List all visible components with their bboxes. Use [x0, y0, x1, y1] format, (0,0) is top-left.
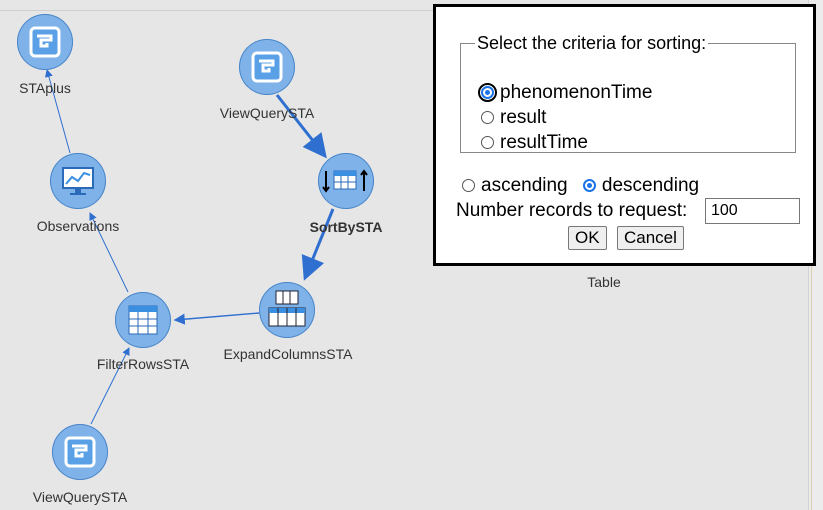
criterion-option-resulttime[interactable]: resultTime: [481, 132, 588, 154]
gc-logo-icon: [64, 436, 96, 468]
criterion-option-phenomenontime[interactable]: phenomenonTime: [478, 82, 653, 104]
expand-label: ExpandColumnsSTA: [223, 346, 353, 362]
criterion-label-phenomenontime: phenomenonTime: [500, 82, 653, 103]
filter-node[interactable]: [115, 292, 171, 348]
viewquery-bottom-node[interactable]: [52, 424, 108, 480]
order-row: ascending descending: [462, 175, 699, 197]
criteria-fieldset: Select the criteria for sorting: phenome…: [460, 33, 796, 153]
chart-monitor-icon: [62, 167, 94, 195]
gc-logo-icon: [251, 51, 283, 83]
order-label-ascending: ascending: [481, 175, 568, 196]
canvas-top-border: [0, 10, 823, 11]
staplus-label: STAplus: [19, 80, 71, 96]
table-label: Table: [587, 274, 621, 290]
edge-filter-observations: [89, 212, 129, 293]
edge-expand-filter: [173, 312, 260, 325]
sort-dialog: Select the criteria for sorting: phenome…: [433, 4, 816, 266]
edge-observations-staplus: [45, 69, 71, 154]
criterion-radio-phenomenontime[interactable]: [478, 83, 497, 103]
expand-node[interactable]: [259, 282, 315, 338]
criteria-legend: Select the criteria for sorting:: [477, 33, 707, 53]
sortby-label: SortBySTA: [309, 219, 383, 235]
order-radio-descending[interactable]: [582, 179, 596, 193]
order-label-descending: descending: [601, 175, 700, 196]
viewquery-bottom-label: ViewQuerySTA: [32, 489, 128, 505]
sortby-node[interactable]: [318, 153, 374, 209]
criterion-radio-result[interactable]: [481, 111, 494, 125]
records-label: Number records to request:: [456, 200, 688, 221]
edge-viewquery-filter: [90, 347, 130, 425]
edge-sortby-expand: [301, 208, 335, 281]
order-radio-ascending[interactable]: [462, 179, 475, 193]
cancel-button[interactable]: Cancel: [617, 226, 684, 250]
observations-label: Observations: [36, 218, 120, 234]
table-filter-icon: [128, 305, 158, 335]
observations-node[interactable]: [50, 153, 106, 209]
ok-button[interactable]: OK: [568, 226, 607, 250]
viewquery-top-label: ViewQuerySTA: [219, 105, 315, 121]
criterion-label-result: result: [500, 107, 547, 128]
criterion-radio-resulttime[interactable]: [481, 136, 494, 150]
criterion-label-resulttime: resultTime: [500, 132, 588, 153]
gc-logo-icon: [29, 26, 61, 58]
criterion-option-result[interactable]: result: [481, 107, 546, 129]
viewquery-top-node[interactable]: [239, 39, 295, 95]
edge-viewquery-sortby: [275, 94, 327, 159]
filter-label: FilterRowsSTA: [96, 356, 190, 372]
expand-columns-icon: [268, 290, 306, 327]
records-input[interactable]: [705, 198, 800, 224]
staplus-node[interactable]: [17, 14, 73, 70]
sort-table-icon: [322, 169, 368, 193]
